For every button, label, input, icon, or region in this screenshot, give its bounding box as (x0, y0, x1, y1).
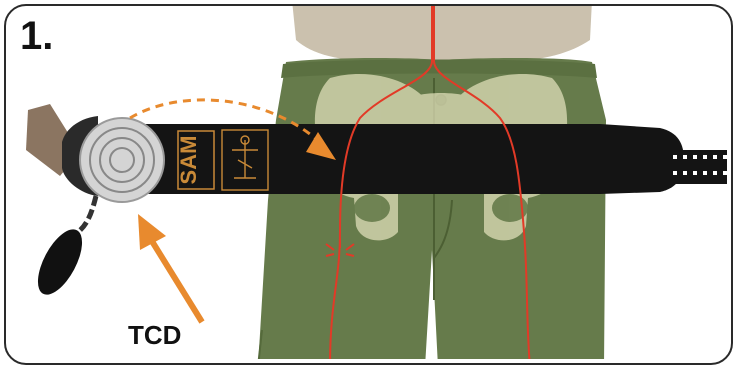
compression-disc (80, 118, 164, 202)
inflation-tube (78, 196, 96, 232)
tcd-callout-arrow (150, 238, 202, 322)
svg-text:SAM: SAM (176, 136, 201, 185)
torso-skin (292, 0, 592, 64)
step-number: 1. (20, 16, 53, 56)
inflation-bulb (29, 223, 91, 302)
tcd-label: TCD (128, 322, 181, 348)
